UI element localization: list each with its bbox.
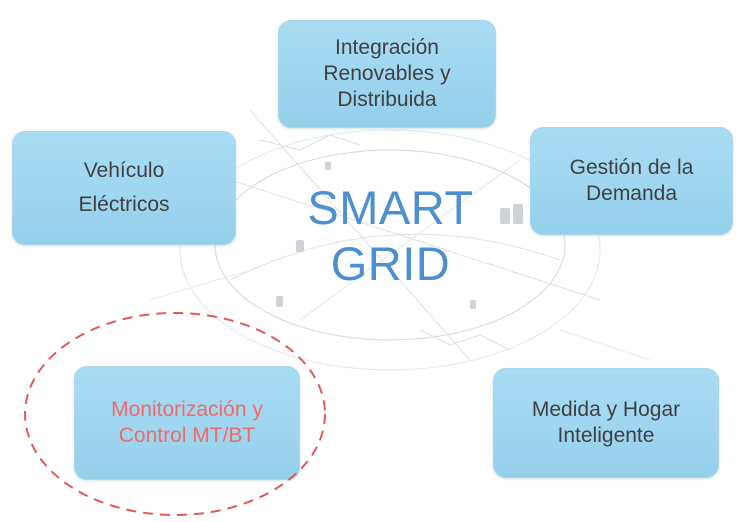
node-label-line: Control MT/BT xyxy=(118,424,256,447)
node-demand-management: Gestión de la Demanda xyxy=(530,127,733,235)
node-label-line: Distribuida xyxy=(337,88,437,111)
node-label-line: Demanda xyxy=(585,182,678,205)
node-label-line: Medida y Hogar xyxy=(531,398,681,421)
node-electric-vehicle: Vehículo Eléctricos xyxy=(12,131,236,245)
center-title: SMART GRID xyxy=(283,180,498,292)
center-title-line: SMART xyxy=(307,181,474,234)
node-label-line: Gestión de la xyxy=(569,156,694,179)
node-label-line: Inteligente xyxy=(557,424,655,447)
node-smart-metering-home: Medida y Hogar Inteligente xyxy=(493,368,719,478)
center-title-line: GRID xyxy=(330,237,451,290)
node-renewables-integration: Integración Renovables y Distribuida xyxy=(278,20,496,128)
node-label-line: Integración xyxy=(335,36,439,59)
node-label-line: Vehículo xyxy=(83,159,165,182)
node-monitoring-control: Monitorización y Control MT/BT xyxy=(74,366,300,480)
node-label-line: Renovables y xyxy=(323,62,451,85)
node-label-line: Eléctricos xyxy=(78,193,170,216)
node-label-line: Monitorización y xyxy=(111,398,263,421)
